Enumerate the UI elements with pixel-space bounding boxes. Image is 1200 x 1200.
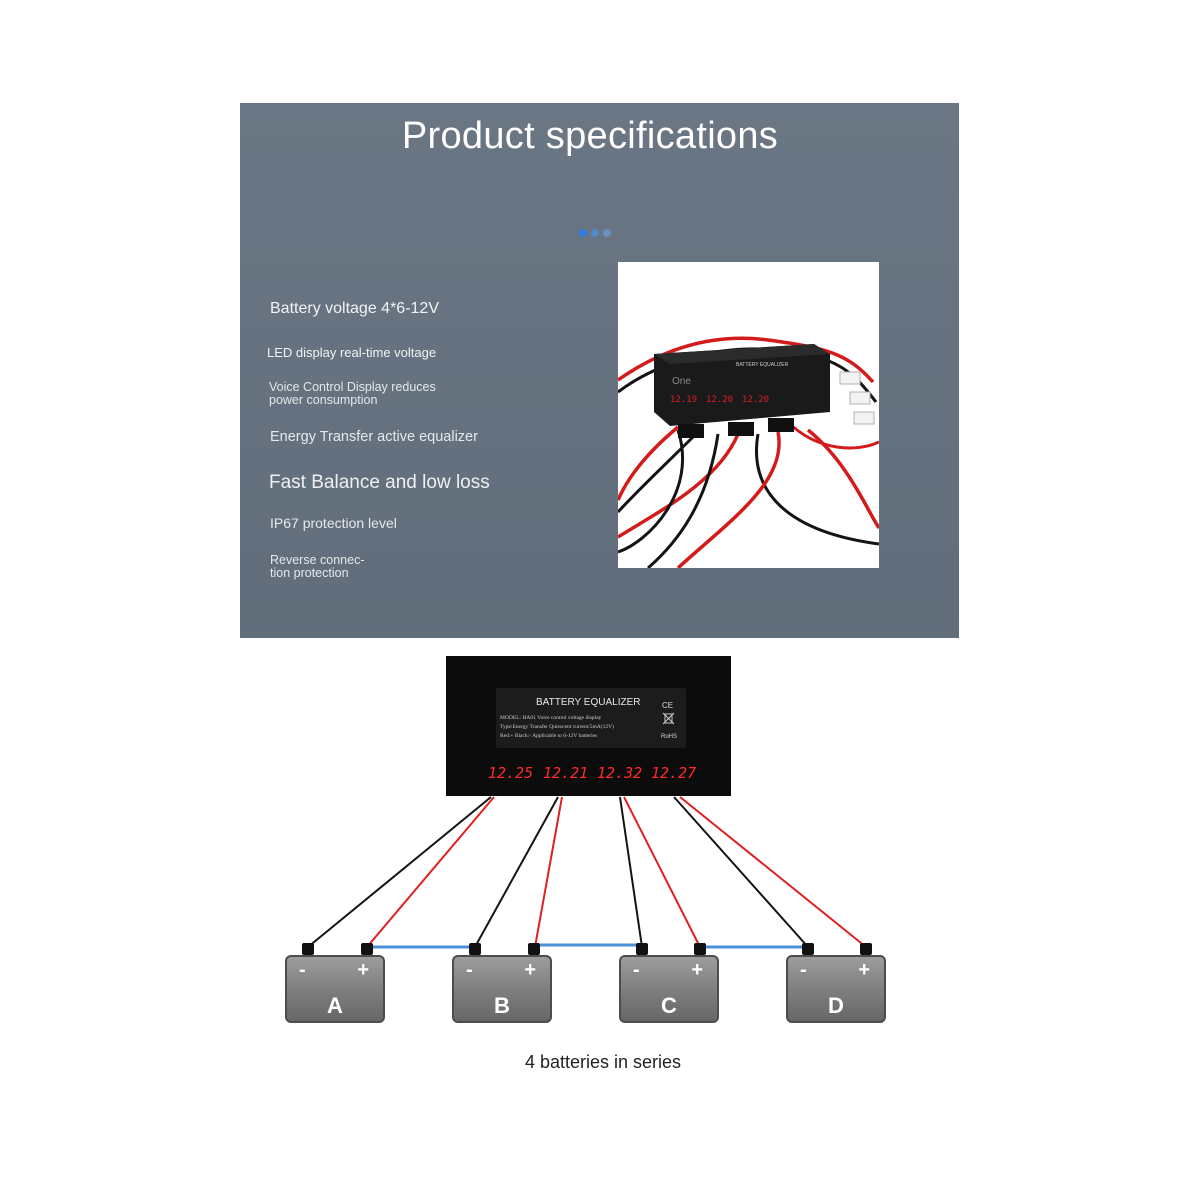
battery-a: - + A (285, 955, 385, 1023)
photo-device-brand: One (672, 376, 691, 387)
feature-fast-balance: Fast Balance and low loss (269, 472, 490, 493)
led-reading-3: 12.32 (597, 764, 642, 782)
terminal-d-negative (802, 943, 814, 955)
wire-b-red (534, 796, 563, 948)
carousel-dot-1[interactable] (579, 229, 587, 237)
led-reading-1: 12.25 (488, 764, 533, 782)
weee-bin-icon (662, 712, 675, 725)
wire-c-black (619, 796, 643, 948)
wire-a-black (307, 796, 492, 948)
product-photo-drawing: BATTERY EQUALIZER One 12.19 12.20 12.20 (616, 336, 881, 570)
wire-d-black (673, 796, 809, 948)
carousel-dots[interactable] (579, 229, 615, 239)
feature-ip67: IP67 protection level (270, 515, 397, 531)
terminal-a-negative (302, 943, 314, 955)
equalizer-label: BATTERY EQUALIZER (536, 697, 640, 708)
wire-a-red (366, 796, 495, 948)
battery-b-label: B (494, 993, 510, 1018)
feature-voice-control: Voice Control Display reduces power cons… (269, 380, 436, 408)
feature-led-display: LED display real-time voltage (267, 345, 437, 360)
battery-d-label: D (828, 993, 844, 1018)
terminal-b-positive (528, 943, 540, 955)
battery-a-positive: + (357, 959, 369, 981)
battery-b-negative: - (466, 959, 473, 981)
equalizer-photo: BATTERY EQUALIZER MODEL: HA01 Voice cont… (446, 656, 731, 796)
feature-reverse-protection: Reverse connec-tion protection (270, 553, 365, 581)
battery-b-positive: + (524, 959, 536, 981)
led-reading-2: 12.21 (543, 764, 588, 782)
product-photo: BATTERY EQUALIZER One 12.19 12.20 12.20 (616, 262, 881, 570)
photo-device-label: BATTERY EQUALIZER (736, 362, 789, 368)
carousel-dot-2[interactable] (591, 229, 599, 237)
battery-a-label: A (327, 993, 343, 1018)
photo-reading-3: 12.20 (742, 395, 769, 405)
ce-mark: CE (662, 701, 673, 710)
battery-b: - + B (452, 955, 552, 1023)
equalizer-spec-line-1: MODEL: HA01 Voice control voltage displa… (500, 715, 602, 721)
wire-d-red (679, 796, 867, 948)
equalizer-spec-line-3: Red:+ Black:- Applicable to 6-12V batter… (500, 733, 597, 739)
spec-title: Product specifications (401, 115, 779, 157)
carousel-dot-3[interactable] (603, 229, 611, 237)
equalizer-spec-line-2: Type:Energy Transfer Quiescent current:5… (500, 723, 614, 730)
diagram-caption: 4 batteries in series (524, 1052, 682, 1072)
battery-d: - + D (786, 955, 886, 1023)
rohs-mark: RoHS (661, 734, 677, 740)
terminal-c-negative (636, 943, 648, 955)
battery-c: - + C (619, 955, 719, 1023)
terminal-b-negative (469, 943, 481, 955)
feature-battery-voltage: Battery voltage 4*6-12V (270, 300, 439, 317)
wire-c-red (623, 796, 701, 948)
photo-reading-2: 12.20 (706, 395, 733, 405)
equalizer-drawing: BATTERY EQUALIZER MODEL: HA01 Voice cont… (446, 656, 731, 796)
battery-d-negative: - (800, 959, 807, 981)
battery-c-label: C (661, 993, 677, 1018)
terminal-c-positive (694, 943, 706, 955)
led-reading-4: 12.27 (651, 764, 696, 782)
battery-a-negative: - (299, 959, 306, 981)
terminal-d-positive (860, 943, 872, 955)
feature-energy-transfer: Energy Transfer active equalizer (270, 429, 478, 445)
battery-c-positive: + (691, 959, 703, 981)
terminal-a-positive (361, 943, 373, 955)
photo-reading-1: 12.19 (670, 395, 697, 405)
battery-d-positive: + (858, 959, 870, 981)
battery-c-negative: - (633, 959, 640, 981)
wire-b-black (474, 796, 559, 948)
